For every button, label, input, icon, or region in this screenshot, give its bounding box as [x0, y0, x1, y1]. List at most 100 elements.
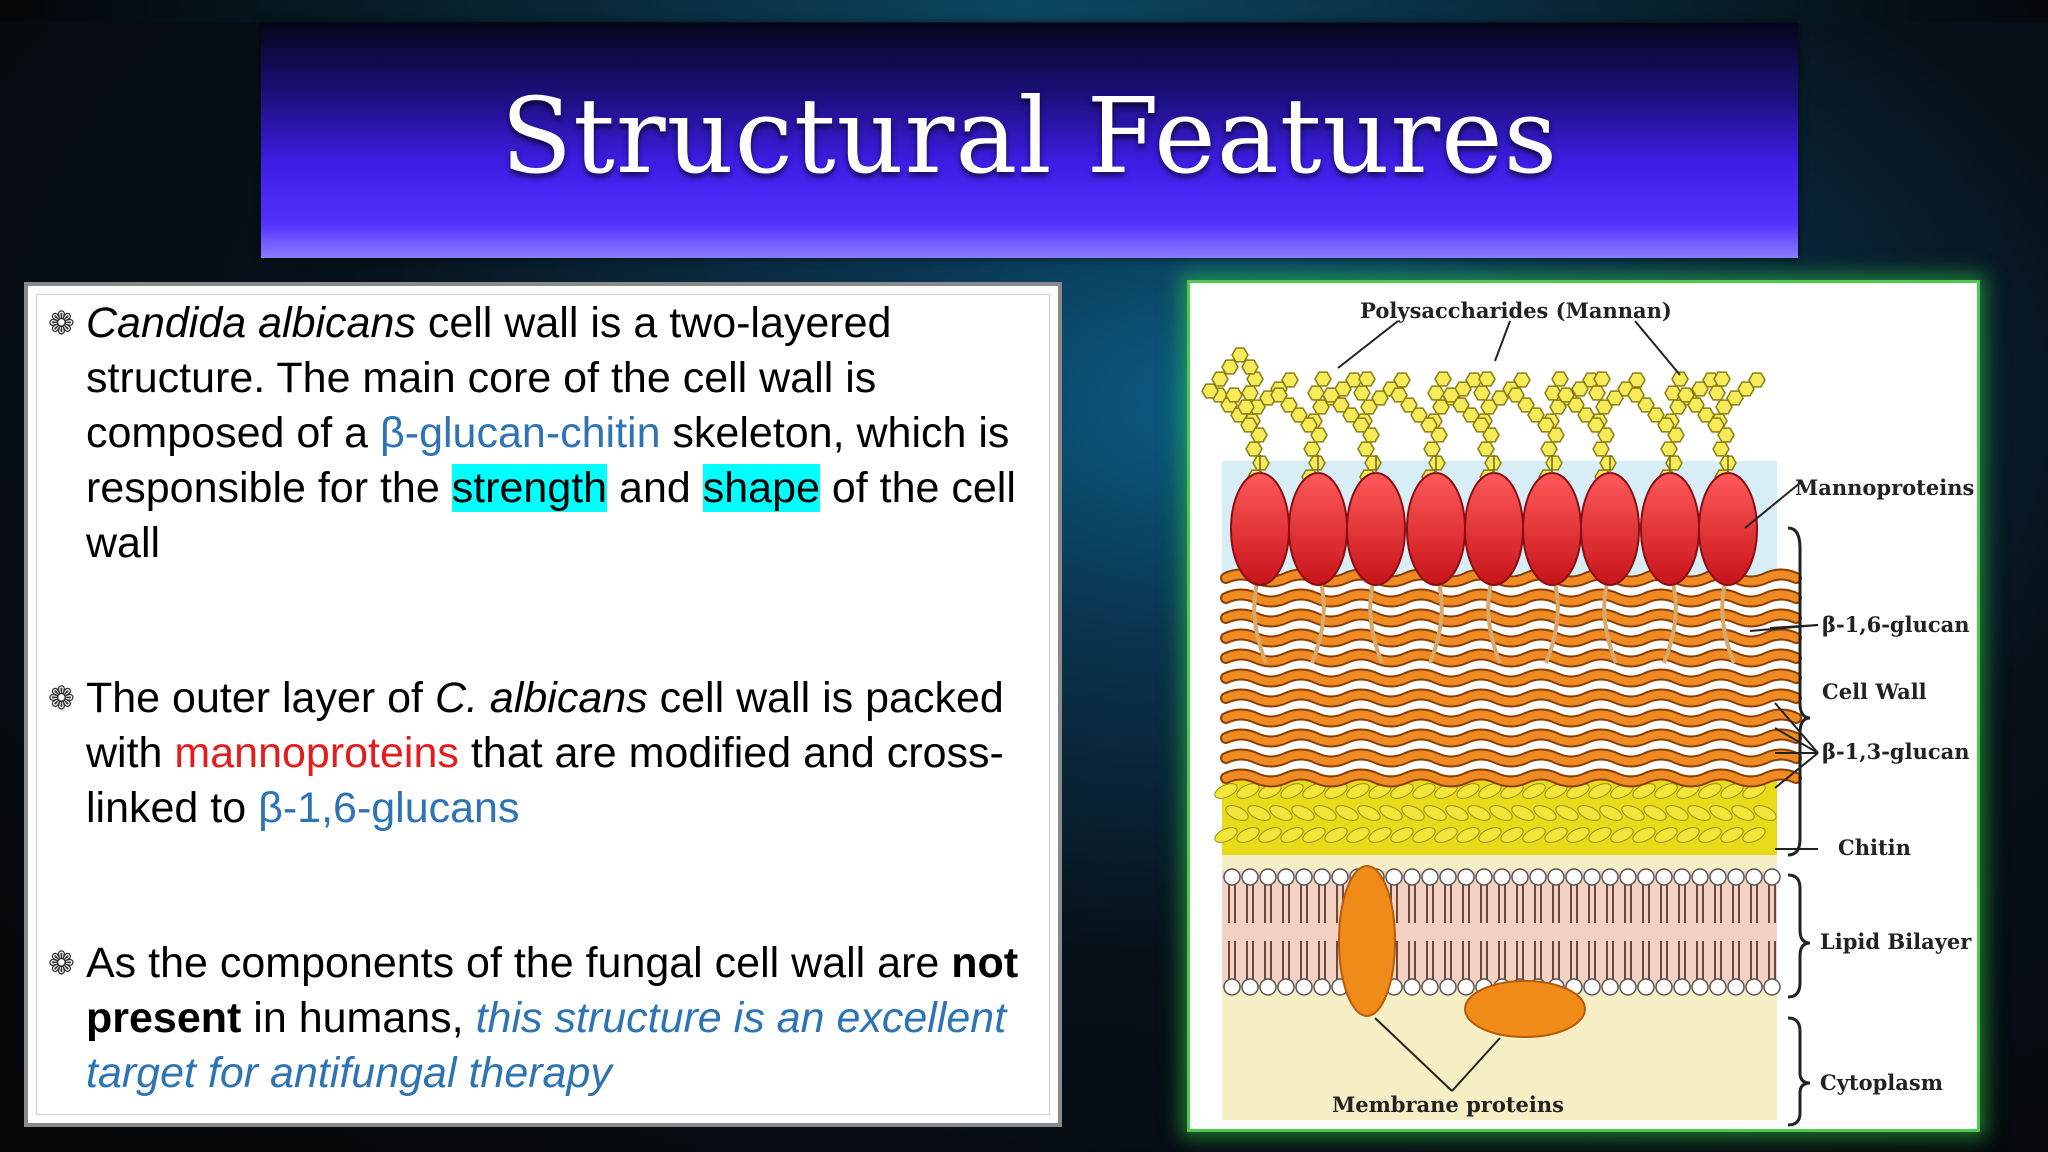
mannose-unit	[1748, 372, 1766, 388]
mannose-unit	[1428, 455, 1446, 471]
chitin-fiber	[1247, 805, 1271, 821]
chitin-fiber	[1302, 827, 1326, 843]
mannose-unit	[1587, 417, 1605, 433]
mannose-unit	[1557, 387, 1575, 403]
bullet-3-target: this structure is an excellent target fo…	[86, 994, 1007, 1097]
label-cytoplasm: Cytoplasm	[1820, 1070, 1943, 1095]
mannose-unit	[1452, 397, 1470, 413]
mannose-unit	[1592, 441, 1610, 457]
mannose-unit	[1400, 397, 1418, 413]
bullet-1-shape: shape	[702, 464, 820, 512]
bullet-2-mannoproteins: mannoproteins	[174, 729, 459, 777]
cell-wall-diagram: Polysaccharides (Mannan) Mannoproteins β…	[1187, 280, 1980, 1132]
lipid-head	[1727, 978, 1745, 996]
chitin-fiber	[1423, 805, 1447, 821]
chitin-fiber	[1654, 827, 1678, 843]
bullet-2-species: C. albicans	[434, 674, 648, 722]
mannose-unit	[1310, 427, 1328, 443]
lipid-head	[1583, 978, 1601, 996]
mannose-unit	[1250, 427, 1268, 443]
lipid-head	[1277, 978, 1295, 996]
chitin-fiber	[1368, 827, 1392, 843]
chitin-fiber	[1566, 827, 1590, 843]
bullet-3-part: As the components of the fungal cell wal…	[86, 939, 952, 987]
mannose-unit	[1513, 372, 1531, 388]
chitin-fiber	[1236, 827, 1260, 843]
mannose-unit	[1717, 427, 1735, 443]
mannose-unit	[1697, 407, 1715, 423]
mannose-unit	[1588, 385, 1606, 401]
mannose-unit	[1478, 371, 1496, 387]
glucan-fiber	[1222, 670, 1800, 686]
lipid-head	[1457, 868, 1475, 886]
lipid-head	[1421, 978, 1439, 996]
lipid-head	[1763, 978, 1781, 996]
lipid-head	[1475, 868, 1493, 886]
glucan-fiber	[1222, 750, 1800, 766]
glucan-fiber	[1222, 730, 1800, 746]
lipid-head	[1313, 868, 1331, 886]
mannose-unit	[1597, 427, 1615, 443]
mannoprotein	[1640, 472, 1700, 586]
bullet-2-part: The outer layer of	[86, 674, 435, 722]
mannose-unit	[1628, 372, 1646, 388]
cell-wall-svg: Polysaccharides (Mannan) Mannoproteins β…	[1201, 298, 1974, 1127]
mannoprotein	[1580, 472, 1640, 586]
lipid-head	[1403, 868, 1421, 886]
mannose-unit	[1357, 441, 1375, 457]
lipid-head	[1709, 978, 1727, 996]
mannose-unit	[1231, 347, 1249, 363]
mannose-unit	[1362, 427, 1380, 443]
mannose-unit	[1637, 397, 1655, 413]
mannoprotein	[1406, 472, 1466, 586]
mannose-unit	[1280, 397, 1298, 413]
chitin-fiber	[1280, 827, 1304, 843]
chitin-fiber	[1346, 827, 1370, 843]
flower-bullet-icon: ❁	[48, 305, 75, 341]
mannose-unit	[1477, 441, 1495, 457]
lipid-head	[1277, 868, 1295, 886]
mannose-unit	[1352, 417, 1370, 433]
bullet-1: ❁ Candida albicans cell wall is a two-la…	[48, 296, 1058, 571]
title-banner: Structural Features	[261, 23, 1798, 258]
mannose-unit	[1712, 441, 1730, 457]
bullet-3-part: in humans,	[241, 994, 476, 1042]
lipid-head	[1223, 978, 1241, 996]
mannan-chains	[1201, 347, 1766, 499]
chitin-fiber	[1654, 783, 1678, 799]
mannose-unit	[1245, 441, 1263, 457]
mannose-unit	[1410, 407, 1428, 423]
mannose-unit	[1627, 387, 1645, 403]
chitin-fiber	[1709, 805, 1733, 821]
text-panel: ❁ Candida albicans cell wall is a two-la…	[24, 282, 1062, 1127]
membrane-protein-2	[1464, 980, 1586, 1038]
bullet-1-part: and	[607, 464, 703, 512]
label-chitin: Chitin	[1838, 835, 1911, 860]
lipid-head	[1673, 978, 1691, 996]
mannose-unit	[1353, 385, 1371, 401]
label-mannoproteins: Mannoproteins	[1795, 475, 1974, 500]
chitin-fiber	[1390, 827, 1414, 843]
mannose-unit	[1665, 455, 1683, 471]
mannose-unit	[1300, 417, 1318, 433]
chitin-fiber	[1489, 805, 1513, 821]
mannoprotein-row	[1230, 455, 1758, 586]
chitin-fiber	[1456, 827, 1480, 843]
lipid-head	[1421, 868, 1439, 886]
lipid-head	[1637, 978, 1655, 996]
chitin-fiber	[1731, 805, 1755, 821]
mannose-unit	[1462, 407, 1480, 423]
chitin-fiber	[1357, 805, 1381, 821]
lipid-head	[1331, 868, 1349, 886]
lipid-head	[1547, 868, 1565, 886]
flower-bullet-icon: ❁	[48, 680, 75, 716]
mannose-unit	[1677, 387, 1695, 403]
mannose-unit	[1332, 397, 1350, 413]
chitin-fiber	[1544, 827, 1568, 843]
text-panel-inner	[36, 294, 1050, 1115]
lipid-head	[1241, 978, 1259, 996]
mannose-unit	[1473, 385, 1491, 401]
bullet-2-part: that are modified and cross-linked to	[86, 729, 1004, 832]
mannose-unit	[1551, 371, 1569, 387]
mannose-unit	[1201, 383, 1219, 399]
